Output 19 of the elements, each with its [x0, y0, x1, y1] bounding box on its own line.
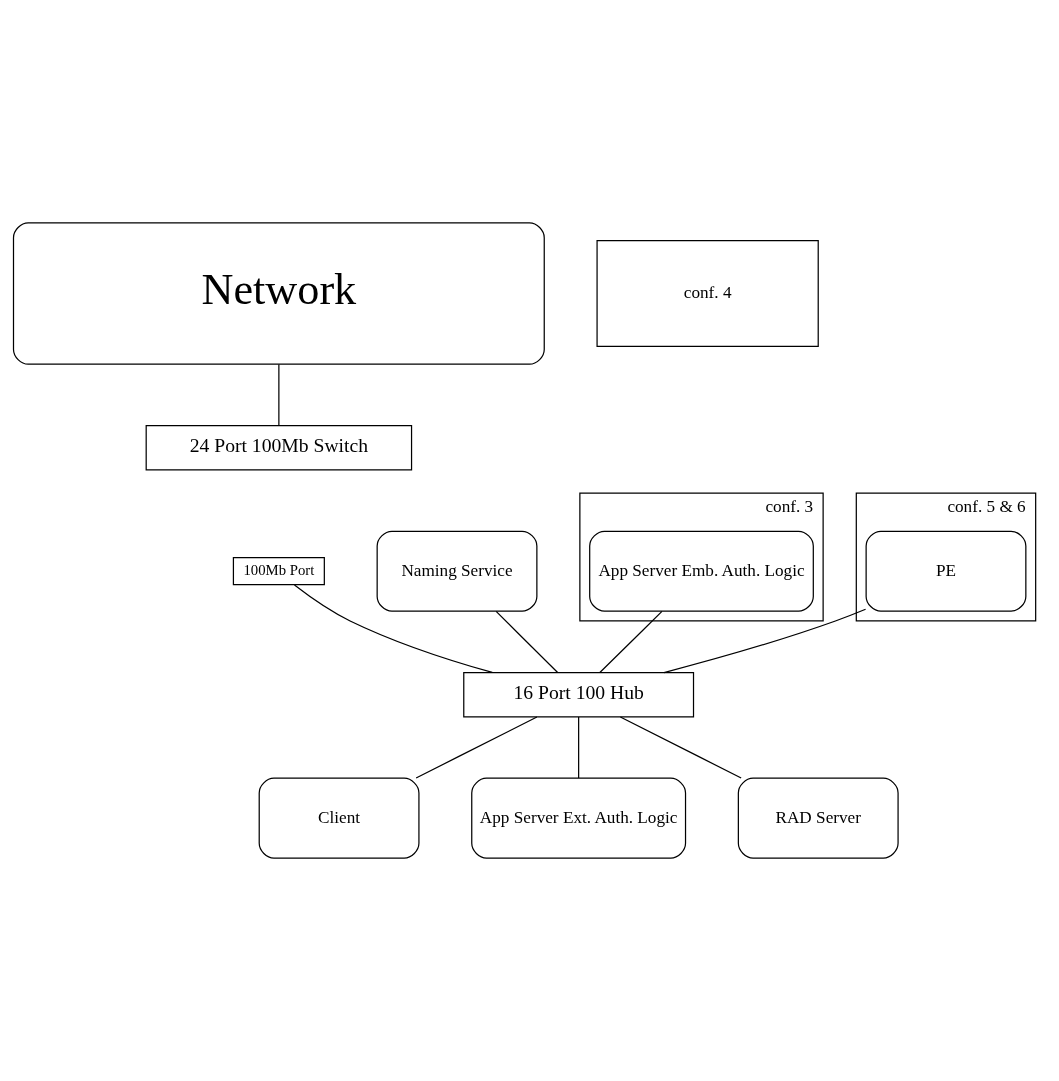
connector: [578, 716, 580, 779]
connector: [415, 716, 538, 779]
node-box: 16 Port 100 Hub: [463, 671, 695, 718]
node-box: Network: [12, 222, 545, 365]
node-box: Client: [258, 777, 420, 859]
connector: [495, 610, 559, 674]
connector: [619, 716, 742, 779]
node-box: App Server Ext. Auth. Logic: [471, 777, 687, 859]
connector: [293, 584, 493, 674]
connector: [599, 610, 663, 674]
node-box: PE: [865, 530, 1027, 612]
connector: [663, 608, 867, 674]
node-box: 24 Port 100Mb Switch: [145, 425, 413, 471]
node-box: conf. 4: [596, 240, 819, 347]
connector: [278, 363, 280, 426]
node-box: App Server Emb. Auth. Logic: [589, 530, 814, 612]
node-box: RAD Server: [737, 777, 899, 859]
node-box: Naming Service: [376, 530, 538, 612]
node-box: 100Mb Port: [232, 557, 325, 586]
